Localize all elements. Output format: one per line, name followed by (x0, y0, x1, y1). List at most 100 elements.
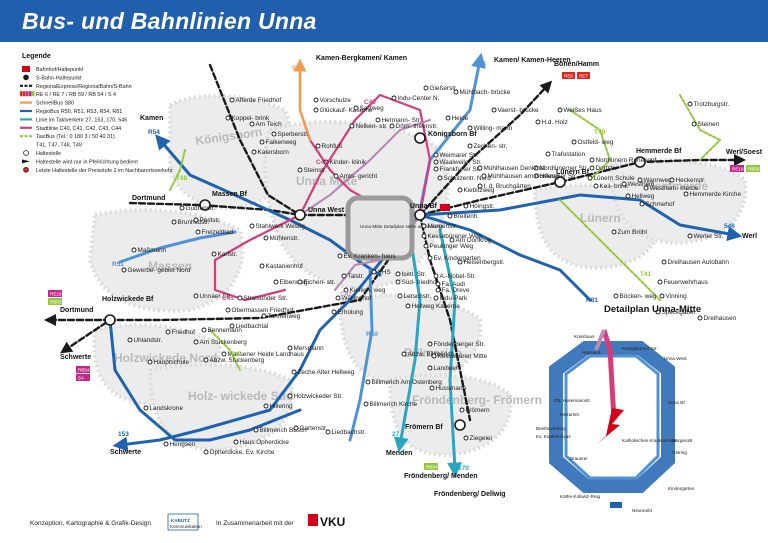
stop-dot[interactable] (433, 273, 439, 279)
stop-marker[interactable]: Süd- friedhof (395, 279, 438, 286)
stop-dot[interactable] (457, 187, 463, 193)
stop-dot[interactable] (143, 405, 149, 411)
stop-dot[interactable] (477, 165, 483, 171)
stop-dot[interactable] (421, 233, 427, 239)
stop-dot[interactable] (557, 107, 563, 113)
stop-marker[interactable]: Brunhildstr. (171, 219, 210, 226)
stop-dot[interactable] (447, 213, 453, 219)
stop-marker[interactable]: Mühlenstr. (263, 235, 299, 242)
stop-marker[interactable]: Salzweg (353, 105, 384, 112)
stop-marker[interactable]: Unnaer Str. (193, 293, 232, 300)
stop-marker[interactable]: Am Teich (249, 121, 282, 128)
stop-dot[interactable] (589, 157, 595, 163)
stop-marker[interactable]: Kastanienhof (259, 263, 303, 270)
stop-marker[interactable]: Mersmann (287, 345, 324, 352)
stop-dot[interactable] (657, 279, 663, 285)
stop-marker[interactable]: Erholung (331, 309, 364, 316)
station-massen-bf[interactable]: Massen Bf (199, 191, 248, 211)
stop-dot[interactable] (691, 121, 697, 127)
stop-dot[interactable] (193, 217, 199, 223)
stop-dot[interactable] (467, 143, 473, 149)
stop-dot[interactable] (625, 193, 631, 199)
stop-marker[interactable]: Massener Heide Landhaus (221, 351, 304, 358)
stop-marker[interactable]: Nelken- str. (349, 123, 388, 130)
stop-dot[interactable] (431, 353, 437, 359)
stop-marker[interactable]: Steinstr. (297, 167, 327, 174)
stop-marker[interactable]: Abzw. Billmerich (401, 351, 454, 358)
stop-marker[interactable]: Waalweiler Str. (433, 159, 482, 166)
stop-marker[interactable]: Mühlhausen Denkmal (477, 165, 545, 172)
stop-marker[interactable]: Willing- mann (467, 125, 513, 132)
stop-dot[interactable] (341, 273, 347, 279)
stop-marker[interactable]: Obermassen Friedhof (225, 307, 294, 314)
stop-dot[interactable] (323, 159, 329, 165)
stop-dot[interactable] (659, 293, 665, 299)
stop-marker[interactable]: Bennemann (201, 327, 242, 334)
stop-marker[interactable]: Morgenstr. (421, 223, 458, 230)
stop-marker[interactable]: Holzwickeder Str. (287, 393, 343, 400)
stop-marker[interactable]: Billmerich Kirche (363, 401, 418, 408)
stop-dot[interactable] (593, 183, 599, 189)
stop-marker[interactable]: Kessebürener Weg (421, 233, 483, 240)
stop-dot[interactable] (397, 293, 403, 299)
stop-marker[interactable]: Friedhof (165, 329, 195, 336)
stop-marker[interactable]: Liedbachstr. (325, 429, 366, 436)
stop-dot[interactable] (343, 287, 349, 293)
stop-marker[interactable]: Lünern Schule (587, 175, 635, 182)
stop-marker[interactable]: Hemmerde Kirche (683, 191, 741, 198)
bus-line-27[interactable] (393, 233, 422, 453)
stop-marker[interactable]: Nordlünerner Str. (533, 165, 588, 172)
stop-dot[interactable] (337, 253, 343, 259)
stop-dot[interactable] (195, 229, 201, 235)
stop-dot[interactable] (201, 327, 207, 333)
stop-dot[interactable] (263, 235, 269, 241)
stop-marker[interactable]: Koppel- brink (225, 115, 270, 122)
stop-marker[interactable]: Landwehr (427, 365, 462, 372)
stop-dot[interactable] (453, 89, 459, 95)
stop-dot[interactable] (459, 407, 465, 413)
stop-dot[interactable] (293, 425, 299, 431)
stop-marker[interactable]: Glückauf- Kaserne (313, 107, 373, 114)
stop-dot[interactable] (221, 351, 227, 357)
stop-dot[interactable] (427, 365, 433, 371)
stop-dot[interactable] (171, 219, 177, 225)
stop-dot[interactable] (193, 339, 199, 345)
stop-marker[interactable]: Kinder- klinik (323, 159, 367, 166)
stop-dot[interactable] (147, 359, 153, 365)
stop-dot[interactable] (427, 255, 433, 261)
stop-dot[interactable] (297, 167, 303, 173)
stop-dot[interactable] (131, 247, 137, 253)
bus-line-r51[interactable] (118, 230, 237, 264)
stop-dot[interactable] (405, 303, 411, 309)
stop-dot[interactable] (467, 125, 473, 131)
stop-dot[interactable] (435, 281, 441, 287)
stop-dot[interactable] (233, 439, 239, 445)
stop-marker[interactable]: Doro- theenstr. (389, 123, 438, 130)
stop-marker[interactable]: VHS (371, 269, 391, 276)
stop-dot[interactable] (193, 293, 199, 299)
station-koenigsborn-bf[interactable]: Königsborn Bf (414, 131, 477, 144)
stop-marker[interactable]: Eibenweg (273, 279, 308, 286)
stop-dot[interactable] (587, 175, 593, 181)
stop-dot[interactable] (259, 139, 265, 145)
stop-dot[interactable] (481, 173, 487, 179)
stop-dot[interactable] (477, 183, 483, 189)
stop-dot[interactable] (589, 165, 595, 171)
stop-marker[interactable]: Ev. Kranken- haus (337, 253, 396, 260)
stop-marker[interactable]: Gießerstr. (423, 85, 458, 92)
stop-dot[interactable] (237, 295, 243, 301)
stop-marker[interactable]: Afferde Friedhof (229, 97, 281, 104)
stop-dot[interactable] (613, 293, 619, 299)
stop-marker[interactable]: Böcken- weg (613, 293, 657, 300)
stop-marker[interactable]: Fa. Dreve (435, 287, 470, 294)
stop-dot[interactable] (611, 229, 617, 235)
stop-marker[interactable]: Lerschstr. (397, 293, 431, 300)
stop-dot[interactable] (491, 107, 497, 113)
stop-marker[interactable]: Vorschulze (313, 97, 351, 104)
stop-dot[interactable] (259, 263, 265, 269)
station-luenern-bf[interactable]: Lünern Bf (554, 169, 590, 188)
station-unna-west[interactable]: Unna West (294, 207, 345, 221)
bus-line-170[interactable] (438, 228, 463, 478)
stop-dot[interactable] (349, 123, 355, 129)
station-hemmerde-bf[interactable]: Hemmerde Bf (634, 148, 682, 168)
